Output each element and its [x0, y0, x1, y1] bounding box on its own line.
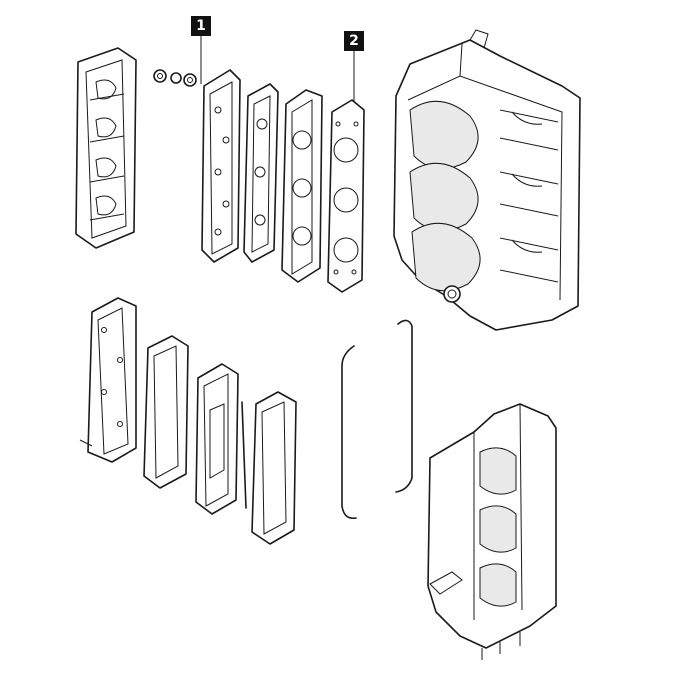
water-tube-right	[395, 319, 413, 493]
callout-label-1: 1	[191, 16, 211, 36]
cylinder-head	[75, 47, 137, 249]
divider-strip	[241, 401, 247, 509]
exhaust-plate	[195, 363, 239, 515]
cylinder-block	[393, 29, 581, 331]
exhaust-plate-gasket	[251, 391, 297, 545]
callout-label-2: 2	[344, 31, 364, 51]
thermostat-fittings	[153, 69, 197, 87]
crankcase	[427, 403, 557, 660]
water-tube-left	[341, 345, 357, 520]
exhaust-cover-gasket	[143, 335, 189, 489]
exhaust-cover	[79, 297, 137, 463]
cover-gasket	[243, 83, 279, 263]
head-plate	[281, 89, 323, 283]
water-cover	[201, 69, 241, 263]
head-gasket	[327, 99, 365, 293]
